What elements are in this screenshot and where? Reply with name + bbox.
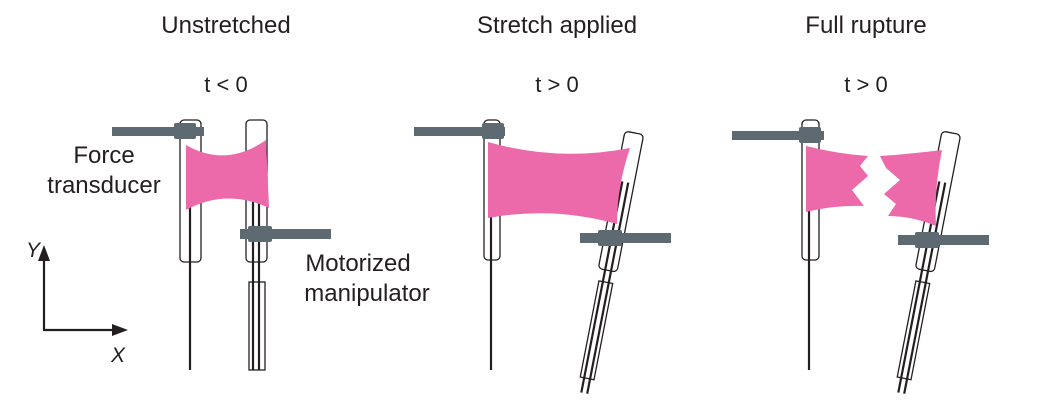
panel-title-unstretched: Unstretched — [161, 12, 290, 39]
panel-unstretched: Unstretched t < 0 Force transducer Motor… — [47, 12, 430, 371]
motorized-manipulator-clamp — [598, 230, 622, 246]
axes-indicator: Y X — [26, 239, 128, 367]
tissue-fragment-right — [880, 150, 942, 226]
force-transducer-clamp — [482, 123, 504, 139]
right-sleeve — [248, 281, 266, 371]
label-force: Force — [73, 142, 134, 169]
panel-title-stretch: Stretch applied — [477, 12, 637, 39]
label-transducer: transducer — [47, 172, 160, 199]
label-motorized: Motorized — [305, 250, 410, 277]
y-axis-label: Y — [26, 239, 42, 262]
tissue-sample-stretched — [488, 142, 630, 224]
force-transducer-clamp — [174, 123, 196, 139]
panel-time-unstretched: t < 0 — [204, 72, 247, 97]
panel-time-stretch: t > 0 — [535, 72, 578, 97]
right-wire-b — [586, 182, 630, 394]
right-sleeve — [579, 280, 614, 381]
motorized-manipulator-clamp — [915, 232, 939, 248]
force-transducer-arm — [112, 127, 204, 136]
tissue-fragment-left — [806, 146, 868, 212]
force-transducer-arm — [732, 131, 824, 140]
panel-stretch-applied: Stretch applied t > 0 — [414, 12, 671, 394]
motorized-manipulator-arm — [898, 235, 989, 245]
panel-title-rupture: Full rupture — [805, 12, 926, 39]
force-transducer-arm — [414, 127, 505, 136]
x-axis-label: X — [110, 344, 126, 367]
right-wire-b — [903, 182, 947, 394]
label-manipulator: manipulator — [304, 280, 429, 307]
right-sleeve — [896, 280, 931, 381]
tissue-sample-unstretched — [186, 140, 269, 210]
motorized-manipulator-clamp — [248, 226, 272, 242]
x-axis-arrowhead — [112, 324, 128, 336]
panel-full-rupture: Full rupture t > 0 — [732, 12, 989, 394]
force-transducer-clamp — [799, 127, 821, 143]
panel-time-rupture: t > 0 — [844, 72, 887, 97]
motorized-manipulator-arm — [580, 233, 671, 243]
y-axis-arrowhead — [38, 245, 50, 261]
motorized-manipulator-arm — [240, 229, 331, 239]
